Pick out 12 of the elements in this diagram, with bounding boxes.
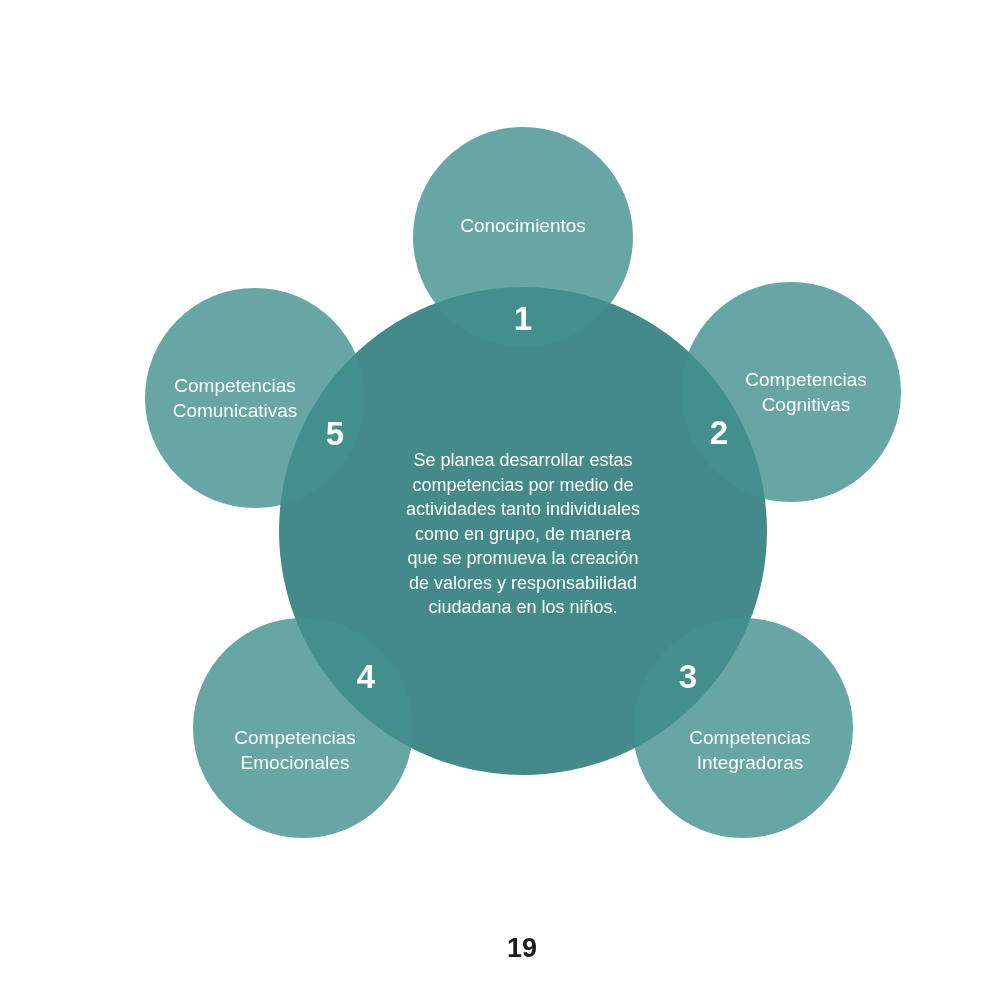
competency-label: Competencias Cognitivas	[744, 368, 868, 417]
competency-label: Competencias Emocionales	[233, 726, 357, 775]
circle-number: 2	[709, 415, 729, 449]
circle-number: 5	[325, 416, 345, 450]
competency-label: Competencias Integradoras	[688, 726, 812, 775]
circle-number: 4	[356, 659, 376, 693]
competency-label: Conocimientos	[460, 213, 586, 238]
circle-number: 3	[678, 659, 698, 693]
description-text: Se planea desarrollar estas competencias por medio de actividades tanto individuales como en grupo, de manera que se promueva la creación de valores y responsabilidad ciudadana en los niños.	[404, 449, 642, 620]
competency-label: Competencias Comunicativas	[171, 374, 299, 423]
page-number: 19	[505, 935, 538, 962]
circle-number: 1	[513, 301, 533, 335]
